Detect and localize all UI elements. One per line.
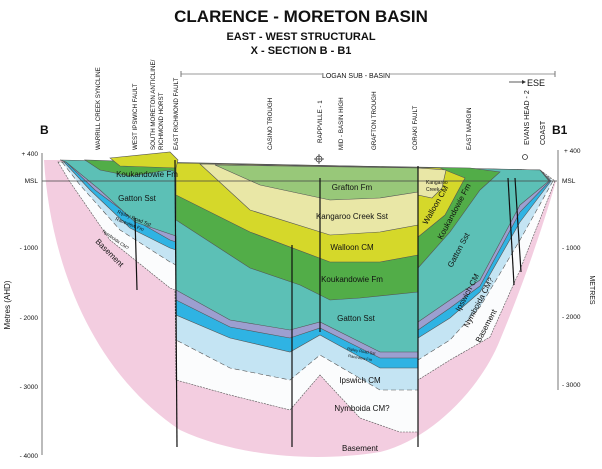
left-tick-2000: - 2000 — [20, 315, 39, 322]
label-nymboida: Nymboida CM? — [334, 404, 390, 413]
feature-coraki-fault: CORAKI FAULT — [412, 106, 419, 150]
faults — [134, 159, 522, 448]
section-end-right: B1 — [552, 123, 568, 137]
label-creek-short: Creek — [426, 187, 440, 193]
section-end-left: B — [40, 123, 49, 137]
left-axis: + 400 MSL - 1000 - 2000 - 3000 - 4000 Me… — [3, 151, 43, 460]
diagram-subtitle-2: X - SECTION B - B1 — [251, 45, 352, 57]
arrowhead-icon — [522, 80, 526, 84]
direction-label: ESE — [527, 78, 545, 88]
label-koukandowie: Koukandowie Fm — [321, 275, 383, 284]
feature-evans-head-2: EVANS HEAD - 2 — [524, 90, 531, 145]
feature-coast: COAST — [540, 120, 547, 145]
right-tick-400: + 400 — [564, 148, 581, 155]
feature-labels: WARRILL CREEK SYNCLINE WEST IPSWICH FAUL… — [95, 59, 547, 150]
west-ipswich-fault-line — [134, 217, 138, 291]
diagram-title: CLARENCE - MORETON BASIN — [174, 7, 428, 26]
left-tick-4000: - 4000 — [20, 453, 39, 460]
feature-south-moreton-anticline: SOUTH MORETON ANTICLINE/ — [150, 59, 157, 150]
left-tick-msl: MSL — [25, 178, 39, 185]
dry-well-icon — [522, 154, 528, 160]
strata — [44, 151, 556, 457]
feature-rappville-1: RAPPVILLE - 1 — [317, 100, 324, 143]
left-tick-3000: - 3000 — [20, 384, 39, 391]
label-raceview: Raceview Fm — [348, 353, 373, 362]
right-tick-3000: - 3000 — [562, 382, 581, 389]
label-ipswich: Ipswich CM — [339, 376, 381, 385]
left-axis-label: Metres (AHD) — [3, 280, 12, 329]
sub-basin-label: LOGAN SUB - BASIN — [322, 73, 390, 80]
label-kangaroo-creek: Kangaroo Creek Sst — [316, 212, 389, 221]
right-tick-msl: MSL — [562, 178, 576, 185]
diagram-subtitle: EAST - WEST STRUCTURAL — [226, 31, 375, 43]
label-gatton: Gatton Sst — [337, 314, 376, 323]
feature-warrill-creek-syncline: WARRILL CREEK SYNCLINE — [95, 67, 102, 150]
left-tick-1000: - 1000 — [20, 245, 39, 252]
label-ripley: Ripley Road Sst — [347, 346, 377, 356]
label-kangaroo-short: Kangaroo — [426, 180, 448, 186]
feature-mid-basin-high: MID - BASIN HIGH — [338, 97, 345, 150]
right-tick-1000: - 1000 — [562, 245, 581, 252]
right-axis: + 400 MSL - 1000 - 2000 - 3000 METRES — [557, 148, 595, 390]
label-bg — [322, 68, 390, 80]
right-tick-2000: - 2000 — [562, 314, 581, 321]
feature-west-ipswich-fault: WEST IPSWICH FAULT — [132, 83, 139, 150]
label-gatton-west: Gatton Sst — [118, 194, 157, 203]
left-tick-400: + 400 — [22, 151, 39, 158]
feature-east-richmond-fault: EAST RICHMOND FAULT — [173, 77, 180, 150]
label-koukandowie-west: Koukandowie Fm — [116, 170, 178, 179]
east-richmond-fault-line — [174, 159, 178, 448]
evans-head-fault-line-1 — [507, 177, 515, 286]
label-grafton: Grafton Fm — [332, 183, 373, 192]
well-symbol-icon — [314, 154, 324, 164]
feature-casino-trough: CASINO TROUGH — [267, 98, 274, 150]
right-axis-label: METRES — [588, 275, 595, 305]
feature-east-margin: EAST MARGIN — [466, 107, 473, 150]
feature-grafton-trough: GRAFTON TROUGH — [371, 91, 378, 150]
evans-head-fault-line-2 — [514, 177, 522, 273]
feature-richmond-horst: RICHMOND HORST — [158, 92, 165, 150]
label-walloon: Walloon CM — [330, 243, 374, 252]
label-basement: Basement — [342, 444, 379, 453]
layer-walloon-horst — [109, 151, 179, 169]
